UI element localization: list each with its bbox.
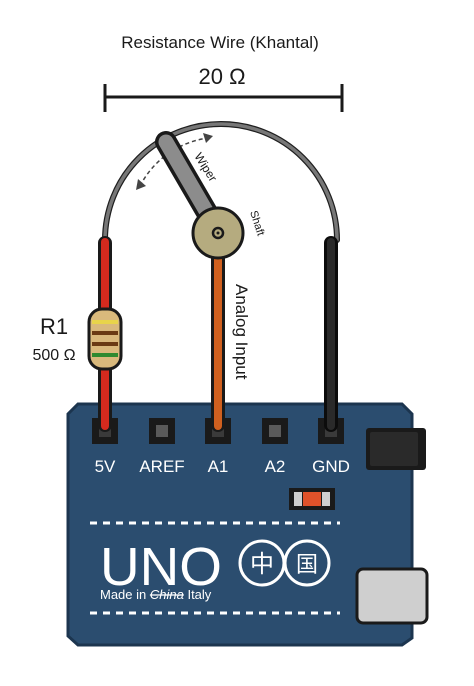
arduino-board: 5V AREF A1 A2 GND UNO 中 国 Made in China … — [66, 402, 429, 647]
arrow-head-right — [203, 133, 213, 143]
made-in-struck: China — [150, 587, 184, 602]
resistor-name: R1 — [40, 314, 68, 339]
shaft — [191, 206, 245, 260]
dimension-line — [103, 84, 344, 112]
smd-led — [289, 488, 335, 510]
header-pin-a2 — [262, 418, 288, 444]
resistance-wire-core — [103, 122, 339, 242]
pin-label-a1: A1 — [208, 457, 229, 476]
wire-resistance-label: 20 Ω — [198, 64, 245, 89]
arrow-head-left — [136, 179, 146, 190]
board-name-logo: UNO — [100, 537, 222, 597]
wire-black-gnd — [324, 236, 338, 432]
made-in-suffix: Italy — [184, 587, 212, 602]
pin-label-gnd: GND — [312, 457, 350, 476]
resistor-value: 500 Ω — [32, 347, 75, 364]
usb-connector — [355, 567, 429, 625]
wire-orange-a1 — [211, 236, 225, 432]
seal-glyph-right: 国 — [296, 552, 318, 577]
seal-glyph-left: 中 — [250, 551, 274, 578]
dc-jack — [366, 428, 426, 470]
pin-label-a2: A2 — [265, 457, 286, 476]
shaft-label: Shaft — [247, 209, 266, 237]
made-in-text: Made in China Italy — [100, 587, 212, 602]
analog-input-label: Analog Input — [232, 284, 251, 380]
china-seal-right: 国 — [283, 539, 331, 587]
wire-title: Resistance Wire (Khantal) — [121, 33, 318, 52]
pin-label-aref: AREF — [139, 457, 184, 476]
pin-label-5v: 5V — [95, 457, 116, 476]
resistor-r1 — [87, 307, 123, 371]
header-pin-aref — [149, 418, 175, 444]
made-in-prefix: Made in — [100, 587, 150, 602]
